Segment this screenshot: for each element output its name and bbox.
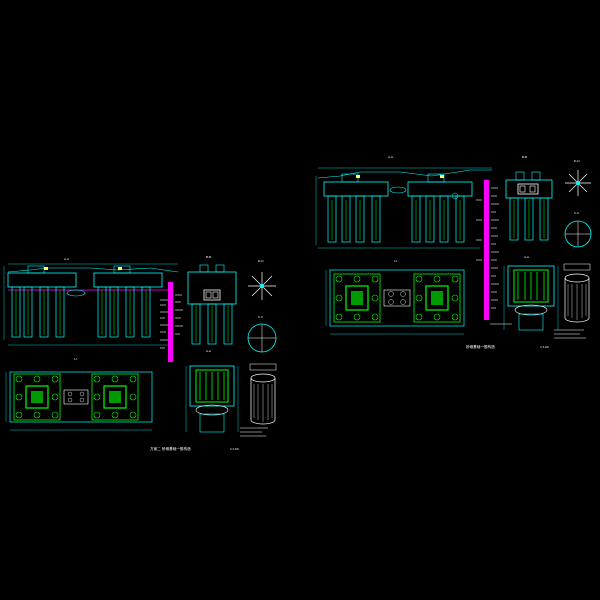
left-star-center: [260, 284, 264, 288]
left-plan-label: I-I: [74, 357, 77, 361]
right-cylinder-view: [563, 263, 591, 323]
left-ground-line: [7, 267, 179, 273]
right-table-lines: [476, 187, 499, 309]
sheet-right: A-A: [315, 155, 592, 349]
right-title: 桥墩基础一般构造: [466, 344, 495, 349]
left-plan-outline: [9, 371, 153, 423]
right-side-view: B-B: [505, 155, 553, 241]
right-elevation-rebar: [331, 200, 461, 240]
right-plan-label: I-I: [394, 259, 397, 263]
left-detail-c: C-C: [247, 315, 277, 353]
left-tie-beam: [66, 289, 86, 297]
left-side-rebar: [195, 306, 229, 342]
left-plan-pile-circles: [15, 375, 137, 419]
left-elevation-label: A-A: [64, 257, 70, 261]
right-plan-view: I-I: [325, 259, 465, 335]
right-elevation-piles: [327, 195, 465, 243]
left-magenta-strip: [168, 282, 173, 362]
left-plan-cap-1: [13, 373, 61, 421]
left-cylinder-hoops: [253, 384, 273, 422]
sheet-left: A-A: [3, 255, 277, 451]
left-table-strip: [160, 282, 183, 362]
right-elevation-view: A-A: [315, 155, 492, 249]
left-side-label: B-B: [206, 255, 211, 259]
right-detail-d: D-D: [565, 159, 591, 196]
left-detail-d: D-D: [248, 259, 276, 300]
right-table-strip: [476, 180, 512, 325]
left-d-label: D-D: [258, 259, 264, 263]
right-notes: [554, 329, 586, 339]
right-detail-c: C-C: [564, 211, 592, 248]
left-section-cage: [195, 369, 229, 403]
left-side-openings: [203, 289, 221, 301]
left-scale: 1:100: [230, 447, 239, 451]
left-section-view: A-A: [185, 349, 268, 437]
left-section-bars: [199, 372, 225, 400]
right-ground-line: [317, 169, 492, 179]
left-section-label: A-A: [206, 349, 212, 353]
right-section-label: A-A: [524, 255, 530, 259]
right-d-label: D-D: [574, 159, 580, 163]
left-elevation-piles: [11, 286, 151, 338]
right-elevation-label: A-A: [388, 155, 394, 159]
left-elevation-rebar: [15, 290, 147, 335]
left-cylinder-view: [249, 363, 277, 425]
left-table-lines: [160, 294, 183, 349]
left-side-view: B-B: [187, 255, 237, 345]
left-side-piles: [191, 303, 233, 345]
left-section-box: [189, 365, 235, 407]
left-plan-tie: [63, 389, 89, 405]
right-plan-pile-circles: [335, 275, 459, 321]
left-plan-cap-2: [91, 373, 139, 421]
left-marker-1: [44, 267, 48, 270]
right-scale: 1:100: [540, 345, 549, 349]
left-plan-view: I-I: [5, 357, 153, 431]
left-pier-2: [113, 265, 131, 274]
right-section-view: A-A: [503, 255, 586, 339]
left-c-label: C-C: [258, 315, 263, 319]
left-title: 方案二 桥墩基础一般构造: [150, 446, 191, 451]
right-side-label: B-B: [522, 155, 527, 159]
left-marker-2: [118, 267, 122, 270]
right-magenta-strip: [484, 180, 489, 320]
right-side-piles: [509, 197, 549, 241]
right-c-label: C-C: [574, 211, 579, 215]
left-notes: [240, 427, 268, 437]
left-elevation-view: A-A: [3, 257, 179, 346]
